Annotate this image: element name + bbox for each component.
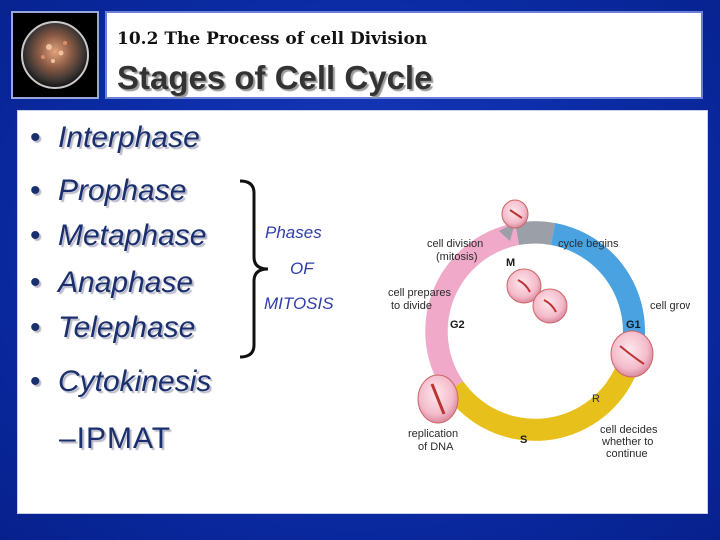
content-panel: • Interphase • Prophase • Metaphase • Anapha… <box>17 110 708 514</box>
label-phase-g2: G2 <box>450 319 465 331</box>
slide-title: Stages of Cell Cycle <box>117 59 433 96</box>
label-phase-r: R <box>592 393 600 405</box>
phase-s-arc <box>445 368 635 441</box>
bullet-metaphase: • Metaphase <box>30 219 206 253</box>
label-phase-s: S <box>520 434 527 446</box>
label-whether-to: whether to <box>601 436 653 448</box>
bullet-glyph: • <box>30 121 41 154</box>
label-phase-g1: G1 <box>626 319 641 331</box>
label-replication: replication <box>408 428 458 440</box>
cell-image <box>532 288 568 324</box>
bullet-telephase: • Telephase <box>30 311 195 345</box>
bullet-label: Anaphase <box>58 266 194 299</box>
bullet-label: Prophase <box>58 174 187 207</box>
bullet-label: Metaphase <box>58 219 207 252</box>
brace-icon <box>239 179 269 359</box>
label-cell-decides: cell decides <box>600 424 658 436</box>
label-cell-grows: cell grows <box>650 300 690 312</box>
phase-g2-arc <box>425 223 519 394</box>
bullet-glyph: • <box>30 266 41 299</box>
bullet-glyph: • <box>30 219 41 252</box>
of-label: OF <box>290 259 314 278</box>
bullet-label: Interphase <box>58 121 200 154</box>
label-cell-division: cell division <box>427 238 483 250</box>
bullet-label: Cytokinesis <box>58 365 212 398</box>
bullet-anaphase: • Anaphase <box>30 266 193 300</box>
label-phase-m: M <box>506 257 515 269</box>
bullet-label: Telephase <box>58 311 196 344</box>
bullet-interphase: • Interphase <box>30 121 200 155</box>
bullet-glyph: • <box>30 365 41 398</box>
phases-label: Phases <box>265 223 322 242</box>
label-continue: continue <box>606 448 648 460</box>
title-box: 10.2 The Process of cell Division Stages… <box>105 11 703 99</box>
label-to-divide: to divide <box>391 300 432 312</box>
sub-item-ipmat: –IPMAT <box>59 422 172 455</box>
cell-logo-icon <box>11 11 99 99</box>
label-cycle-begins: cycle begins <box>558 238 619 250</box>
phase-m-arc <box>515 221 555 245</box>
cell-cycle-diagram: cell division (mitosis) cycle begins cel… <box>388 199 690 441</box>
cell-image <box>610 330 654 378</box>
bullet-prophase: • Prophase <box>30 174 186 208</box>
label-cell-prepares: cell prepares <box>388 287 451 299</box>
label-mitosis: (mitosis) <box>436 251 478 263</box>
cell-image <box>506 268 542 304</box>
bullet-glyph: • <box>30 174 41 207</box>
slide-subtitle: 10.2 The Process of cell Division <box>117 29 428 49</box>
cell-cycle-diagram-lower: S R replication of DNA cell decides whet… <box>408 393 658 460</box>
label-of-dna: of DNA <box>418 441 454 453</box>
bullet-glyph: • <box>30 311 41 344</box>
bullet-cytokinesis: • Cytokinesis <box>30 365 211 399</box>
mitosis-label: MITOSIS <box>264 294 334 313</box>
